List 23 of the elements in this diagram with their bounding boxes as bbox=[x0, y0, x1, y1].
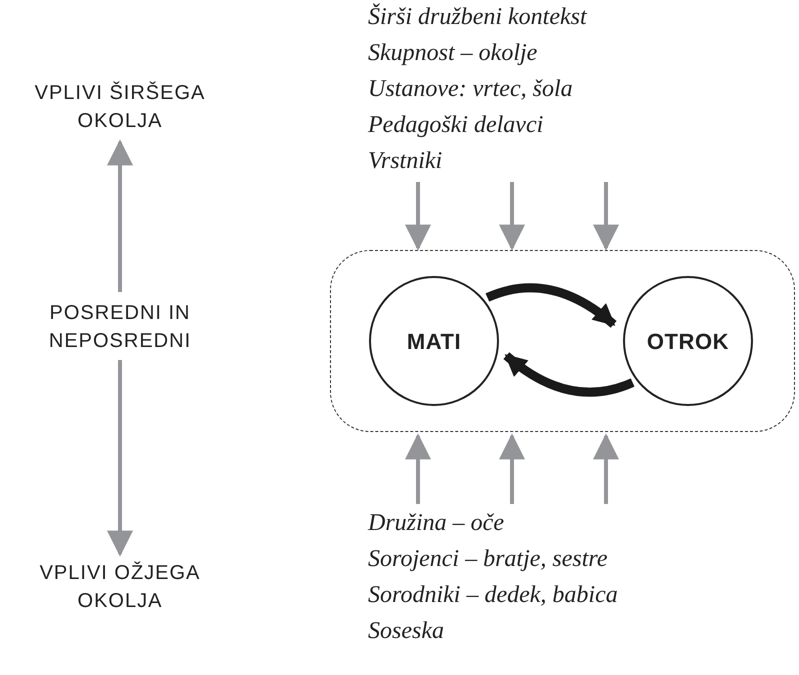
arrow bbox=[486, 283, 616, 328]
list-text: Ustanove: vrtec, šola bbox=[368, 75, 574, 104]
list-text: Družina – oče bbox=[368, 509, 505, 538]
arrow bbox=[405, 433, 431, 504]
list-text: Pedagoški delavci bbox=[368, 111, 544, 140]
arrow bbox=[499, 433, 525, 504]
arrow bbox=[504, 352, 634, 397]
heading-text: VPLIVI OŽJEGA OKOLJA bbox=[38, 560, 202, 614]
arrow bbox=[107, 139, 133, 292]
arrow bbox=[107, 360, 133, 557]
list-text: Sorojenci – bratje, sestre bbox=[368, 545, 609, 574]
list-text: Vrstniki bbox=[368, 147, 444, 176]
list-text: Sorodniki – dedek, babica bbox=[368, 581, 619, 610]
heading-text: POSREDNI IN NEPOSREDNI bbox=[48, 301, 192, 354]
list-text: Soseska bbox=[368, 617, 445, 646]
arrow bbox=[405, 182, 431, 251]
arrow bbox=[593, 433, 619, 504]
list-text: Skupnost – okolje bbox=[368, 39, 538, 68]
arrow bbox=[593, 182, 619, 251]
list-text: Širši družbeni kontekst bbox=[368, 2, 588, 32]
dashed-boundary bbox=[330, 250, 795, 432]
arrow bbox=[499, 182, 525, 251]
heading-text: VPLIVI ŠIRŠEGA OKOLJA bbox=[34, 80, 206, 134]
